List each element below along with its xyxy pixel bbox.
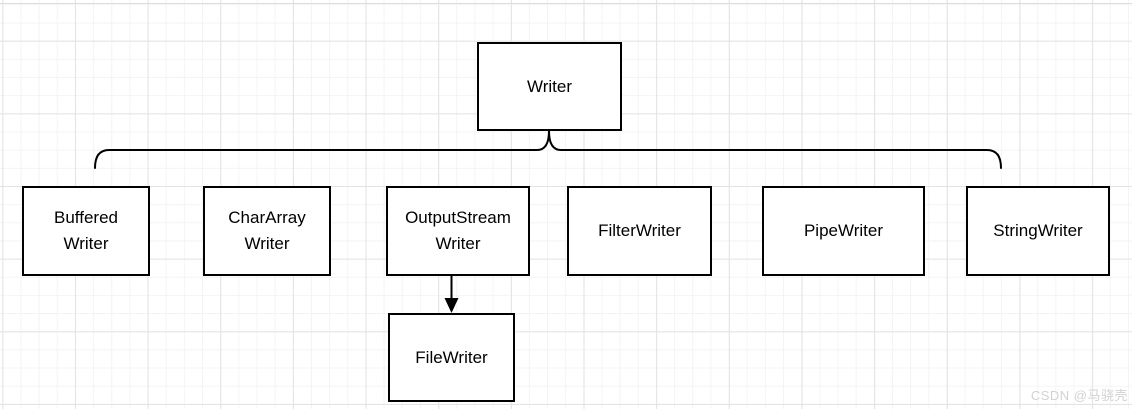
node-buffered-writer: Buffered Writer [22, 186, 150, 276]
node-label: FileWriter [415, 347, 488, 367]
node-label: FilterWriter [598, 221, 681, 240]
node-chararray-writer: CharArray Writer [203, 186, 331, 276]
node-label: Buffered Writer [54, 208, 118, 253]
node-label: CharArray Writer [228, 208, 306, 253]
node-outputstream-writer: OutputStream Writer [386, 186, 530, 276]
node-label: Writer [526, 76, 572, 96]
node-filter-writer: FilterWriter [567, 186, 712, 276]
arrow-head-icon [444, 298, 459, 313]
node-pipe-writer: PipeWriter [762, 186, 925, 276]
node-writer: Writer [477, 42, 622, 131]
node-label: PipeWriter [803, 221, 884, 240]
page-boundary-line [0, 3, 1132, 4]
watermark: CSDN @马骁壳 [1030, 388, 1128, 403]
node-string-writer: StringWriter [966, 186, 1110, 276]
bracket-connector [94, 130, 1002, 169]
node-label: OutputStream Writer [405, 208, 511, 253]
node-label: StringWriter [993, 221, 1083, 240]
node-file-writer: FileWriter [388, 313, 515, 402]
